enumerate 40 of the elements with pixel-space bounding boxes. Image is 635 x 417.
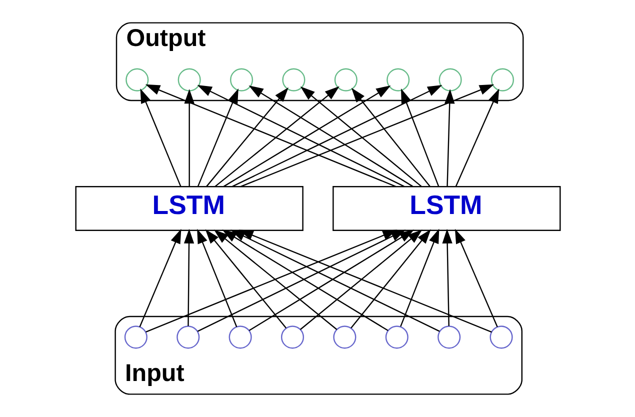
node-circle [386, 68, 410, 92]
arrow [196, 228, 237, 328]
node-circle [176, 326, 200, 349]
arrow [300, 86, 422, 187]
node-box: LSTM [74, 186, 303, 231]
arrow [350, 88, 430, 187]
arrow [400, 88, 439, 187]
arrow [454, 228, 498, 328]
node-circle [332, 326, 356, 349]
arrow [454, 88, 499, 187]
node-circle [489, 326, 512, 349]
cluster: Input [114, 316, 522, 395]
node-circle [228, 326, 252, 349]
arrow [240, 84, 494, 188]
arrow [214, 86, 339, 187]
node-circle [334, 68, 357, 92]
node-circle [437, 326, 460, 349]
node-circle [124, 326, 147, 349]
arrow [196, 84, 404, 187]
arrow [223, 86, 390, 187]
arrow [232, 84, 442, 187]
arrow [144, 84, 396, 188]
arrow [138, 228, 181, 328]
arrow [442, 228, 452, 326]
arrow [140, 88, 181, 187]
node-circle [282, 68, 305, 92]
arrow [196, 88, 238, 187]
node-circle [177, 68, 200, 92]
arrow [183, 228, 194, 326]
node-circle [490, 68, 514, 92]
node-circle [125, 68, 148, 92]
arrow [206, 87, 288, 187]
node-box: LSTM [332, 186, 560, 231]
node-circle [280, 326, 304, 349]
node-circle [384, 326, 408, 349]
arrow [400, 228, 439, 327]
arrow [444, 89, 454, 186]
node-circle [438, 68, 462, 92]
arrow [248, 86, 413, 187]
node-circle [230, 68, 253, 92]
